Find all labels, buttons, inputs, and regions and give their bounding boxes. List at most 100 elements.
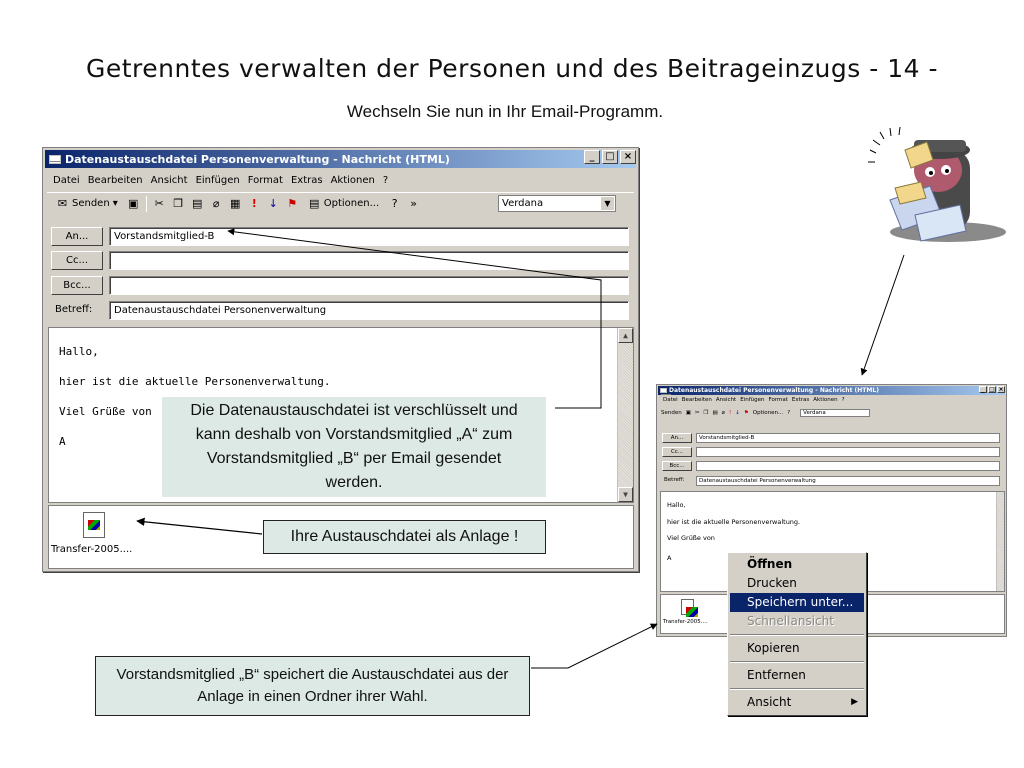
menu-einfuegen[interactable]: Einfügen: [740, 397, 765, 403]
window-title-bar[interactable]: Datenaustauschdatei Personenverwaltung -…: [45, 150, 636, 168]
send-button[interactable]: Senden: [661, 410, 682, 416]
chevron-down-icon: ▼: [601, 197, 614, 210]
body-line: Hallo,: [59, 345, 99, 358]
more-icon[interactable]: »: [410, 196, 417, 210]
importance-high-icon[interactable]: !: [251, 196, 257, 210]
menu-datei[interactable]: Datei: [663, 397, 678, 403]
save-icon[interactable]: ▣: [128, 196, 139, 210]
menu-item-save-as[interactable]: Speichern unter...: [730, 593, 864, 612]
maximize-button[interactable]: □: [602, 150, 618, 164]
paste-icon[interactable]: ▤: [192, 196, 203, 210]
subject-field[interactable]: Datenaustauschdatei Personenverwaltung: [109, 301, 629, 320]
close-button[interactable]: ×: [997, 386, 1005, 393]
menu-bearbeiten[interactable]: Bearbeiten: [681, 397, 712, 403]
menu-ansicht[interactable]: Ansicht: [715, 397, 737, 403]
mini-font-select[interactable]: Verdana: [800, 409, 871, 417]
minimize-button[interactable]: _: [979, 386, 987, 393]
options-button[interactable]: Optionen...: [752, 410, 784, 416]
menu-ansicht[interactable]: Ansicht: [150, 174, 188, 186]
menu-datei[interactable]: Datei: [53, 174, 80, 186]
flag-icon[interactable]: ⚑: [287, 196, 298, 210]
encrypted-callout-text: Die Datenaustauschdatei ist verschlüssel…: [190, 402, 518, 491]
importance-high-icon[interactable]: !: [729, 410, 732, 416]
options-icon: ▤: [309, 196, 320, 210]
menu-help[interactable]: ?: [841, 397, 845, 403]
menu-format[interactable]: Format: [768, 397, 788, 403]
menu-help[interactable]: ?: [382, 174, 389, 186]
menu-item-view[interactable]: Ansicht ▶: [730, 693, 864, 712]
flag-icon[interactable]: ⚑: [743, 410, 749, 416]
send-icon: ✉: [57, 196, 68, 210]
subject-label: Betreff:: [664, 477, 685, 483]
copy-icon[interactable]: ❐: [703, 410, 709, 416]
menu-bearbeiten[interactable]: Bearbeiten: [87, 174, 143, 186]
bcc-button[interactable]: Bcc...: [51, 276, 103, 295]
help-icon[interactable]: ?: [787, 410, 791, 416]
encrypted-callout: Die Datenaustauschdatei ist verschlüssel…: [162, 397, 546, 497]
attachment-file-icon[interactable]: [681, 599, 698, 617]
send-button[interactable]: ✉ Senden ▾: [53, 195, 121, 213]
cc-field[interactable]: [109, 251, 629, 270]
mini-window-controls: _ □ ×: [979, 386, 1005, 393]
menu-separator: [730, 688, 864, 690]
importance-low-icon[interactable]: ↓: [735, 410, 740, 416]
attach-icon[interactable]: ⌀: [721, 410, 725, 416]
mini-scrollbar[interactable]: [996, 492, 1004, 591]
envelope-icon: [660, 388, 667, 393]
to-button[interactable]: An...: [662, 433, 692, 443]
menu-einfuegen[interactable]: Einfügen: [195, 174, 240, 186]
cc-field[interactable]: [696, 447, 1000, 457]
paste-icon[interactable]: ▤: [712, 410, 718, 416]
subject-field[interactable]: Datenaustauschdatei Personenverwaltung: [696, 476, 1000, 486]
menu-item-view-label: Ansicht: [747, 695, 792, 709]
mini-menu-bar: Datei Bearbeiten Ansicht Einfügen Format…: [663, 397, 845, 403]
menu-item-remove[interactable]: Entfernen: [747, 668, 806, 682]
scroll-up-icon[interactable]: ▲: [618, 328, 633, 343]
attachment-file-icon[interactable]: [83, 512, 105, 538]
cut-icon[interactable]: ✂: [694, 410, 700, 416]
attachment-name[interactable]: Transfer-2005....: [51, 544, 133, 555]
vertical-scrollbar[interactable]: ▲ ▼: [617, 328, 633, 502]
envelope-icon: [49, 154, 61, 164]
cc-button[interactable]: Cc...: [662, 447, 692, 457]
cc-button[interactable]: Cc...: [51, 251, 103, 270]
save-connector: [531, 623, 658, 669]
bcc-field[interactable]: [109, 276, 629, 295]
minimize-button[interactable]: _: [584, 150, 600, 164]
options-button[interactable]: ▤ Optionen...: [305, 195, 382, 213]
menu-separator: [730, 661, 864, 663]
to-field[interactable]: Vorstandsmitglied-B: [109, 227, 629, 246]
window-controls: _ □ ×: [584, 150, 636, 164]
copy-icon[interactable]: ❐: [173, 196, 184, 210]
menu-extras[interactable]: Extras: [290, 174, 323, 186]
to-button[interactable]: An...: [51, 227, 103, 246]
slide-title: Getrenntes verwalten der Personen und de…: [85, 54, 938, 83]
menu-format[interactable]: Format: [247, 174, 283, 186]
menu-item-copy[interactable]: Kopieren: [747, 641, 800, 655]
address-book-icon[interactable]: ▦: [230, 196, 241, 210]
menu-aktionen[interactable]: Aktionen: [330, 174, 375, 186]
subject-label: Betreff:: [55, 304, 93, 315]
font-select[interactable]: Verdana ▼: [498, 195, 616, 212]
attach-icon[interactable]: ⌀: [212, 196, 220, 210]
save-callout-text: Vorstandsmitglied „B“ speichert die Aust…: [116, 666, 509, 705]
slide-subtitle: Wechseln Sie nun in Ihr Email-Programm.: [346, 102, 664, 121]
save-icon[interactable]: ▣: [685, 410, 691, 416]
menu-item-open[interactable]: Öffnen: [747, 557, 793, 571]
maximize-button[interactable]: □: [988, 386, 996, 393]
submenu-arrow-icon: ▶: [851, 697, 858, 707]
menu-item-print[interactable]: Drucken: [747, 576, 797, 590]
close-button[interactable]: ×: [620, 150, 636, 164]
body-line: hier ist die aktuelle Personenverwaltung…: [667, 518, 801, 526]
context-menu: Öffnen Drucken Speichern unter... Schnel…: [727, 552, 867, 716]
bcc-field[interactable]: [696, 461, 1000, 471]
menu-aktionen[interactable]: Aktionen: [813, 397, 838, 403]
menu-extras[interactable]: Extras: [791, 397, 810, 403]
importance-low-icon[interactable]: ↓: [268, 196, 278, 210]
bcc-button[interactable]: Bcc...: [662, 461, 692, 471]
cut-icon[interactable]: ✂: [154, 196, 164, 210]
scroll-down-icon[interactable]: ▼: [618, 487, 633, 502]
attachment-name[interactable]: Transfer-2005....: [663, 619, 708, 625]
help-icon[interactable]: ?: [391, 196, 398, 210]
to-field[interactable]: Vorstandsmitglied-B: [696, 433, 1000, 443]
